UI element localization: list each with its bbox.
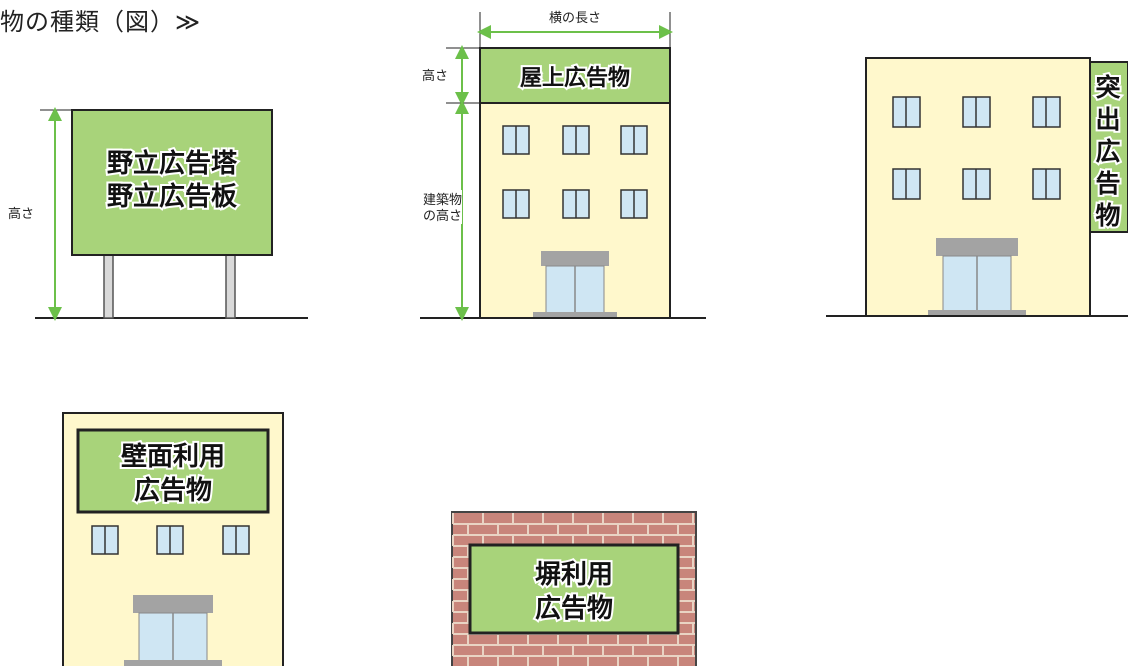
projecting-sign-char-3: 広 <box>1095 137 1120 166</box>
wall-sign-label-1: 壁面利用 <box>121 441 225 472</box>
fence-sign-label-1: 塀利用 <box>535 560 613 590</box>
pillar-height-label: 高さ <box>8 206 34 222</box>
building-windows <box>91 525 250 555</box>
projecting-sign-figure: 突 出 広 告 物 <box>826 57 1128 317</box>
building-height-label-2: の高さ <box>423 208 462 224</box>
entrance-step <box>928 310 1026 315</box>
building-height-label-1: 建築物 <box>423 193 462 208</box>
wall-sign-label-2: 広告物 <box>134 475 212 506</box>
pillar-sign-board <box>71 109 273 256</box>
pillar-sign-figure: 野立広告塔 野立広告板 高さ <box>8 107 308 321</box>
pillar-sign-label-2: 野立広告板 <box>107 181 237 212</box>
page-title: 物の種類（図）≫ <box>0 8 202 36</box>
building-windows <box>892 96 1061 200</box>
pillar-sign-label-1: 野立広告塔 <box>107 148 238 179</box>
entrance-canopy <box>541 251 609 266</box>
projecting-sign-char-5: 物 <box>1095 201 1120 230</box>
fence-sign-label-2: 広告物 <box>535 593 613 624</box>
entrance-step <box>124 660 222 666</box>
wall-sign-board <box>76 428 270 514</box>
projecting-sign-char-1: 突 <box>1095 73 1120 102</box>
fence-sign-figure: 塀利用 広告物 <box>451 511 697 666</box>
projecting-sign-char-2: 出 <box>1095 105 1120 134</box>
fence-sign-board <box>468 543 680 635</box>
sign-width-label: 横の長さ <box>549 11 601 26</box>
projecting-sign-board <box>1089 61 1128 233</box>
sign-post-right <box>225 254 236 319</box>
sign-height-label: 高さ <box>422 68 448 84</box>
rooftop-sign-board <box>479 47 671 104</box>
entrance-canopy <box>133 595 213 613</box>
building-windows <box>502 125 648 219</box>
wall-sign-figure: 壁面利用 広告物 <box>62 412 284 666</box>
rooftop-sign-figure: 屋上広告物 横の長さ 高さ 建築物 の高さ <box>420 11 706 321</box>
sign-post-left <box>103 254 114 319</box>
projecting-sign-char-4: 告 <box>1095 169 1120 198</box>
rooftop-sign-label: 屋上広告物 <box>520 65 630 91</box>
entrance-step <box>533 312 617 317</box>
entrance-canopy <box>936 238 1018 256</box>
